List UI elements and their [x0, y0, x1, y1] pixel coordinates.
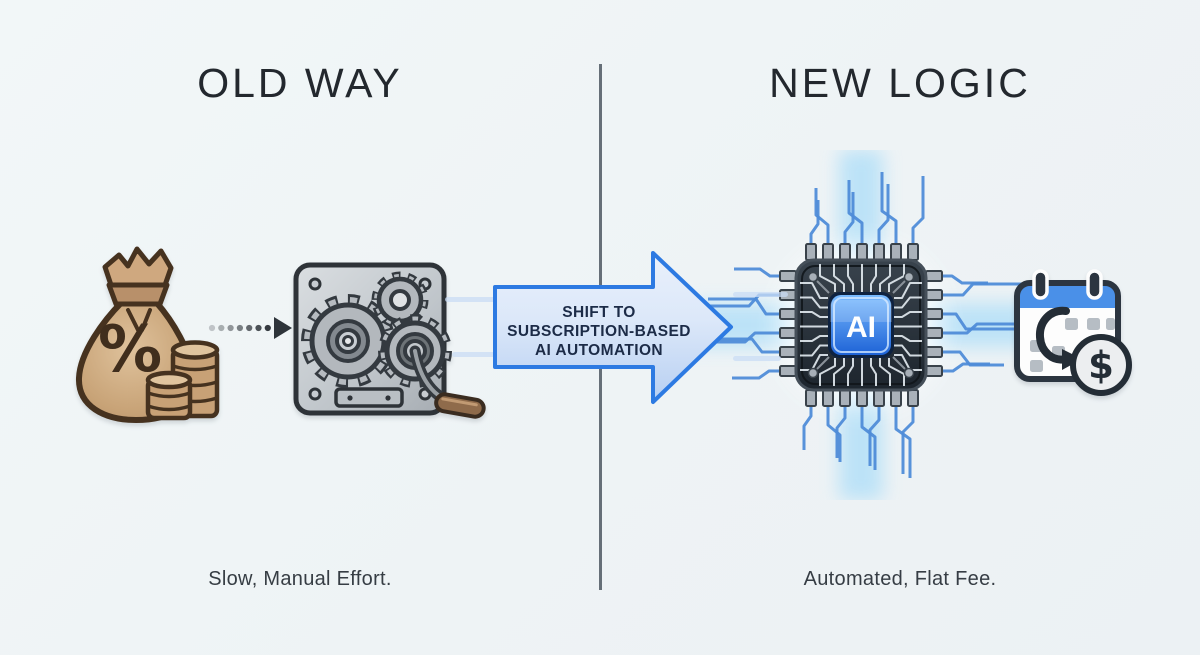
calendar-header: [1017, 283, 1118, 308]
dollar-coin-icon: $: [1070, 334, 1132, 396]
ai-core: AI: [828, 292, 894, 358]
calendar-ring: [1032, 269, 1049, 300]
chip-corner-screws: [807, 271, 915, 379]
arrow-label-line-3: AI AUTOMATION: [534, 342, 664, 359]
old-way-title: OLD WAY: [197, 60, 403, 106]
gear-machine-icon: [293, 262, 486, 419]
new-logic-title: NEW LOGIC: [769, 60, 1031, 106]
speed-line: [733, 292, 788, 297]
calendar-ring: [1086, 269, 1103, 300]
gear-crank: [378, 314, 486, 419]
money-bag-folds: [102, 246, 174, 291]
calendar-frame: [1014, 280, 1121, 382]
chip-inner-traces: [800, 264, 922, 386]
money-bag-creases: [126, 308, 152, 332]
old-way-caption: Slow, Manual Effort.: [208, 568, 392, 590]
calendar-icon: $: [1014, 269, 1132, 396]
arrow-label-line-2: SUBSCRIPTION-BASED: [507, 323, 691, 340]
transition-arrow-label: SHIFT TO SUBSCRIPTION-BASED AI AUTOMATIO…: [492, 303, 706, 360]
speed-line: [445, 297, 495, 302]
machine-bottom-plate: [334, 387, 404, 408]
crank-handle-icon: [434, 392, 486, 419]
arrow-label-line-1: SHIFT TO: [562, 304, 636, 321]
coin-stack-short: [145, 370, 193, 421]
money-bag-tie: [106, 282, 170, 307]
speed-line: [733, 356, 781, 361]
chip-label: AI: [846, 311, 876, 344]
currency-symbol: $: [1088, 344, 1114, 387]
transition-arrow-shape: [493, 251, 733, 404]
dotted-arrow-head: [274, 317, 292, 339]
dotted-arrow-dots: [208, 324, 271, 332]
money-bag-icon: %: [75, 246, 220, 423]
dotted-arrow-icon: [208, 317, 292, 339]
new-logic-caption: Automated, Flat Fee.: [803, 568, 997, 590]
speed-line: [452, 352, 496, 357]
transition-arrow-icon: [493, 251, 733, 404]
gear-small: [371, 271, 429, 329]
circuit-traces-icon: [694, 172, 1028, 478]
ai-chip-icon: AI: [690, 150, 1030, 500]
